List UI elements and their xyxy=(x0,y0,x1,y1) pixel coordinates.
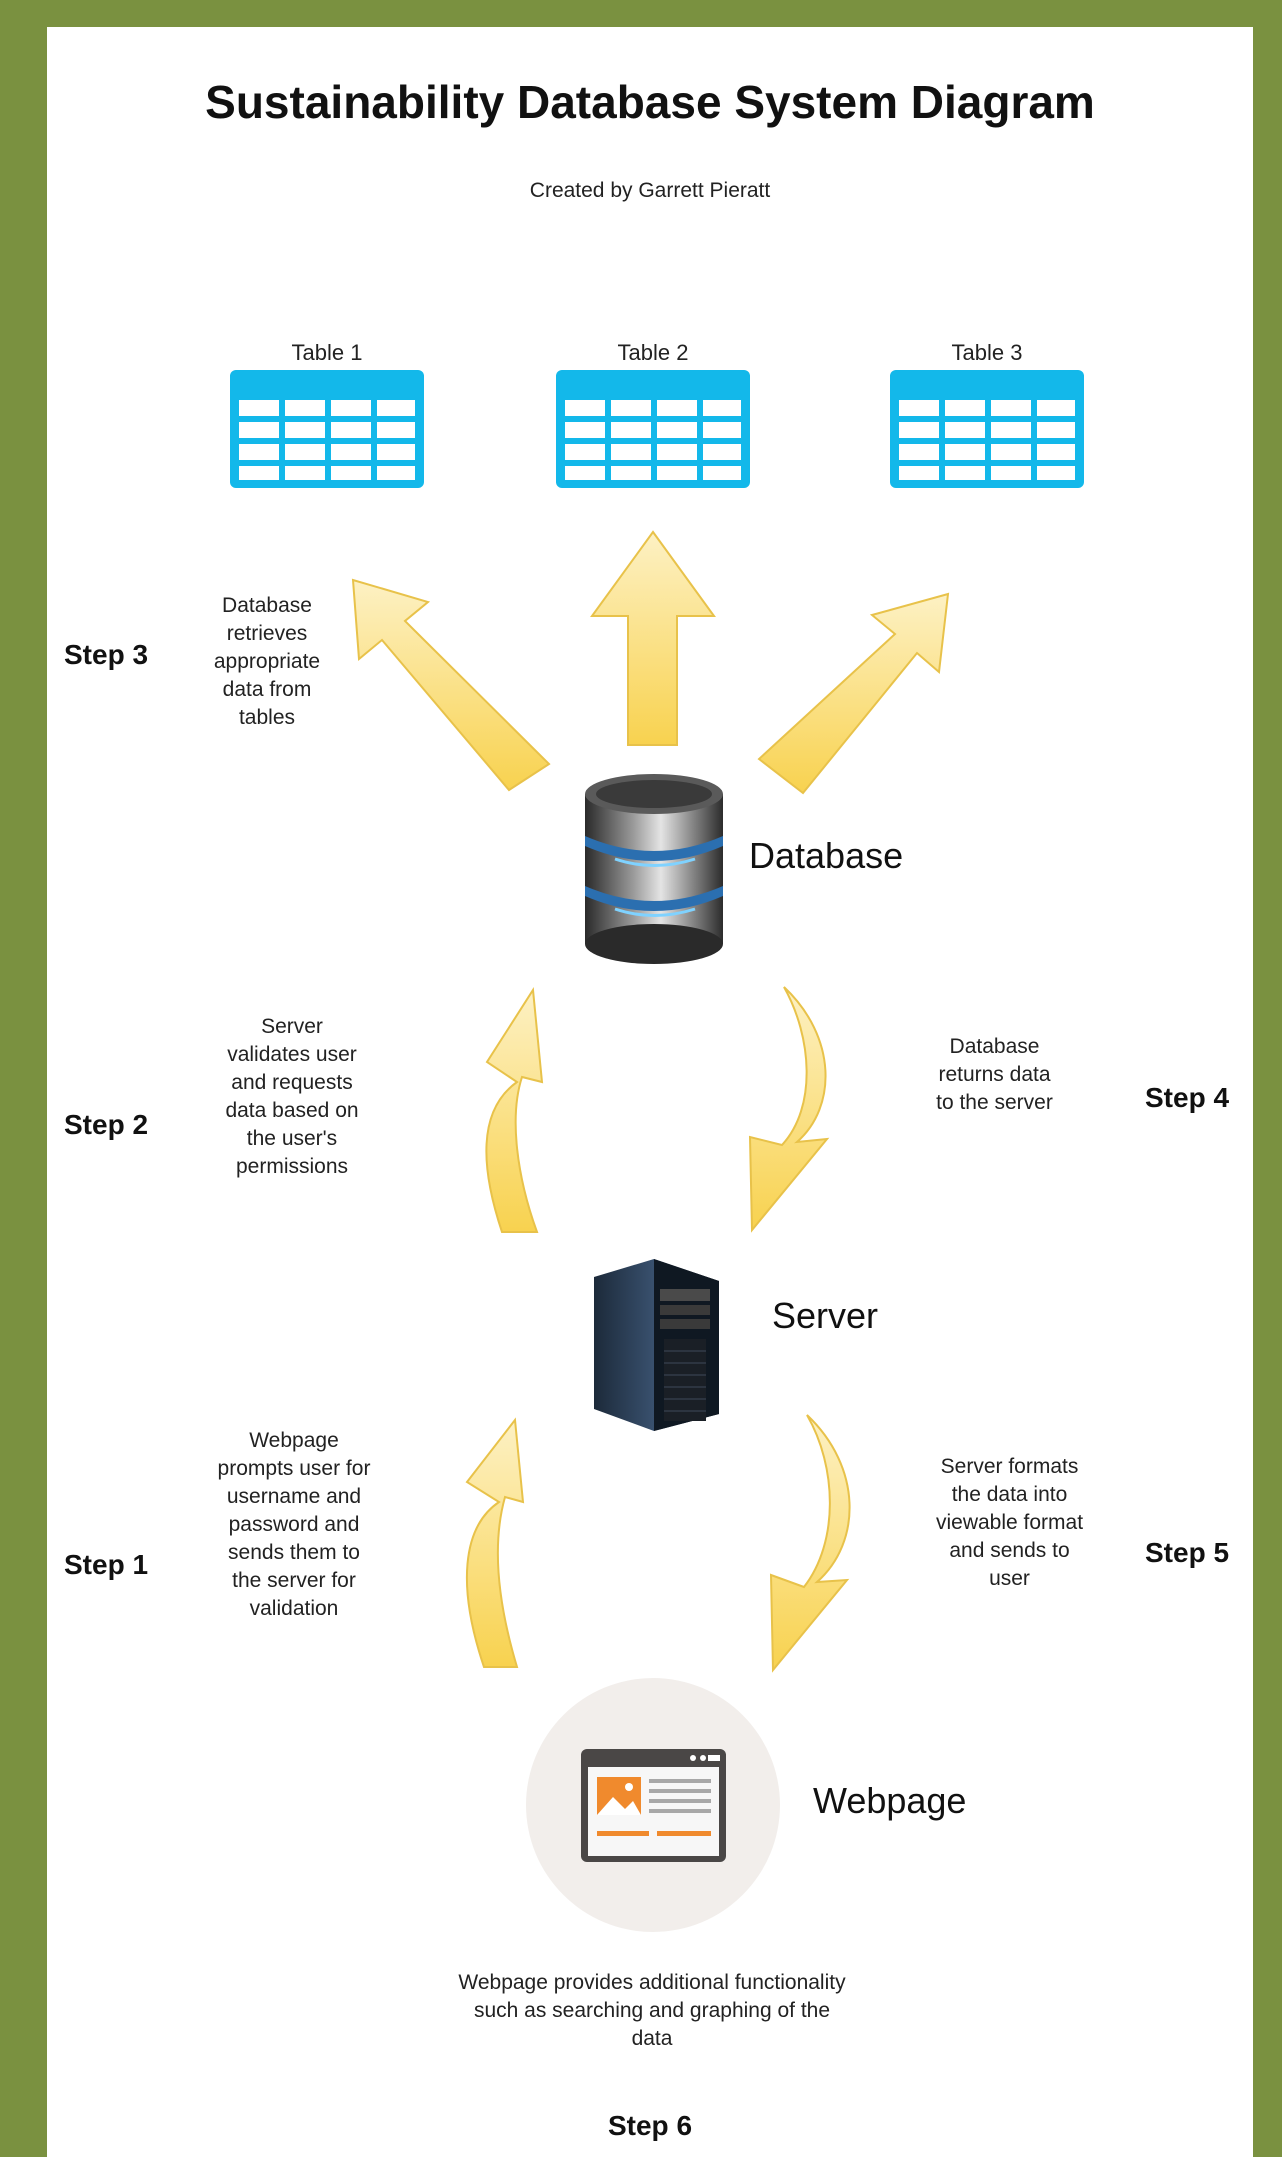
table-1-icon xyxy=(230,370,424,488)
arrow-server-to-webpage xyxy=(769,1414,851,1673)
step-6-description: Webpage provides additional functionalit… xyxy=(458,1971,846,2050)
step-2-label: Step 2 xyxy=(64,1109,149,1140)
table-3-icon xyxy=(890,370,1084,488)
step-4-label: Step 4 xyxy=(1145,1082,1230,1113)
arrow-database-to-table-1 xyxy=(351,578,551,792)
step-3-description: Database retrieves appropriate data from… xyxy=(213,594,321,729)
arrow-webpage-to-server xyxy=(465,1417,525,1668)
step-5-description: Server formats the data into viewable fo… xyxy=(935,1455,1084,1590)
table-3-label: Table 3 xyxy=(951,340,1023,365)
webpage-label: Webpage xyxy=(813,1780,967,1821)
diagram-canvas: Sustainability Database System Diagram C… xyxy=(47,27,1253,2157)
step-2-description: Server validates user and requests data … xyxy=(225,1015,359,1178)
step-3-label: Step 3 xyxy=(64,639,149,670)
step-4-description: Database returns data to the server xyxy=(936,1035,1053,1114)
diagram-graphics xyxy=(230,370,1084,1932)
step-1-description: Webpage prompts user for username and pa… xyxy=(217,1429,371,1620)
database-label: Database xyxy=(749,835,904,876)
table-2-icon xyxy=(556,370,750,488)
page-title: Sustainability Database System Diagram xyxy=(205,76,1095,128)
table-1-label: Table 1 xyxy=(291,340,363,365)
arrow-database-to-table-2 xyxy=(590,530,716,746)
arrow-server-to-database xyxy=(485,987,544,1233)
server-icon xyxy=(594,1259,719,1431)
step-5-label: Step 5 xyxy=(1145,1537,1230,1568)
arrow-database-to-table-3 xyxy=(757,592,950,795)
server-label: Server xyxy=(772,1295,879,1336)
arrow-database-to-server xyxy=(748,986,830,1233)
step-6-label: Step 6 xyxy=(607,2110,693,2141)
table-2-label: Table 2 xyxy=(617,340,689,365)
page-subtitle: Created by Garrett Pieratt xyxy=(529,179,771,202)
step-1-label: Step 1 xyxy=(64,1549,149,1580)
database-icon xyxy=(585,774,723,964)
webpage-icon xyxy=(526,1678,780,1932)
